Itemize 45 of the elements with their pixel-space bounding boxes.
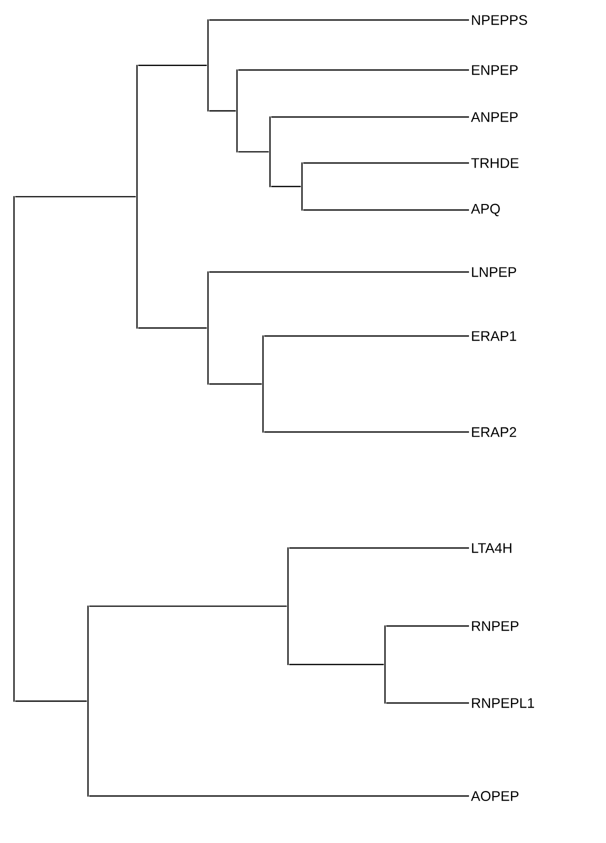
leaf-label: LTA4H xyxy=(472,543,512,553)
tree-branch xyxy=(15,196,136,198)
tree-branch xyxy=(238,69,469,71)
tree-branch xyxy=(209,110,236,112)
tree-branch xyxy=(289,547,469,549)
branch-line xyxy=(287,547,289,666)
leaf-label: LNPEP xyxy=(472,267,516,277)
branch-line xyxy=(384,625,386,704)
leaf-label: ERAP2 xyxy=(472,427,516,437)
tree-branch xyxy=(209,271,469,273)
leaf-label: NPEPPS xyxy=(472,15,528,25)
branch-line xyxy=(262,335,264,433)
tree-branch xyxy=(209,19,469,21)
tree-branch xyxy=(89,795,469,797)
tree-branch xyxy=(89,606,287,607)
branch-line xyxy=(301,162,303,211)
tree-branch xyxy=(138,64,207,66)
leaf-label: APQ xyxy=(470,204,500,216)
tree-branch xyxy=(271,186,301,188)
tree-branch xyxy=(289,664,384,666)
tree-branch xyxy=(271,116,469,118)
leaf-label: TRHDE xyxy=(471,158,519,168)
tree-branch xyxy=(238,151,269,152)
branch-line xyxy=(136,64,138,329)
tree-branch xyxy=(386,625,469,627)
branch-line xyxy=(13,196,15,702)
tree-branch xyxy=(209,383,262,385)
tree-branch xyxy=(303,162,469,164)
branch-line xyxy=(269,116,271,188)
leaf-label: ANPEP xyxy=(470,112,518,122)
tree-branch xyxy=(264,431,469,433)
branch-line xyxy=(236,69,238,152)
leaf-label: RNPEP xyxy=(472,621,518,631)
tree-branch xyxy=(386,702,469,704)
tree-branch xyxy=(15,700,87,702)
branch-line xyxy=(207,19,209,112)
tree-branch xyxy=(264,335,469,337)
leaf-label: RNPEPL1 xyxy=(472,698,534,708)
leaf-label: ENPEP xyxy=(472,65,518,75)
branch-line xyxy=(87,606,89,797)
branch-line xyxy=(207,271,209,385)
tree-branch xyxy=(303,209,469,211)
tree-branch xyxy=(138,327,207,329)
leaf-label: AOPEP xyxy=(470,791,518,801)
leaf-label: ERAP1 xyxy=(472,331,516,341)
